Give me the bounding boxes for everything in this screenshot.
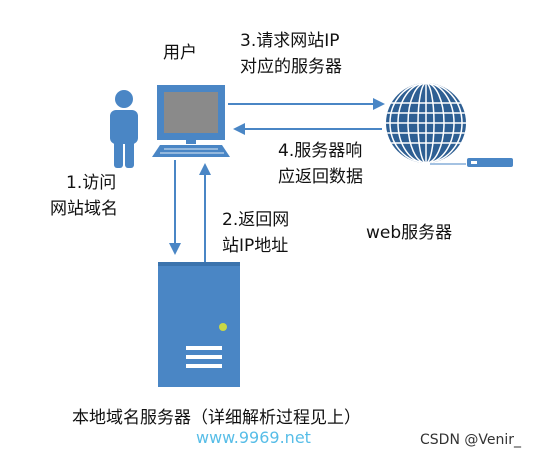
step2-label-line1: 2.返回网	[222, 210, 290, 230]
globe-icon	[386, 83, 466, 163]
server-device-icon	[430, 158, 513, 167]
step1-label-line1: 1.访问	[66, 173, 117, 193]
dns-server-icon	[158, 262, 240, 387]
step3-label-line2: 对应的服务器	[240, 57, 342, 77]
csdn-watermark: CSDN @Venir_	[420, 432, 521, 448]
step1-label-line2: 网站域名	[50, 199, 118, 219]
step4-label-line1: 4.服务器响	[278, 141, 363, 161]
step3-label-line1: 3.请求网站IP	[240, 31, 340, 51]
user-label: 用户	[163, 43, 197, 63]
computer-icon	[152, 85, 230, 157]
web-server-label: web服务器	[366, 223, 453, 243]
user-person-icon	[110, 90, 138, 168]
site-watermark: www.9969.net	[196, 428, 311, 447]
step4-label-line2: 应返回数据	[278, 167, 363, 187]
local-dns-label: 本地域名服务器（详细解析过程见上）	[72, 408, 361, 428]
step2-label-line2: 站IP地址	[222, 236, 289, 256]
